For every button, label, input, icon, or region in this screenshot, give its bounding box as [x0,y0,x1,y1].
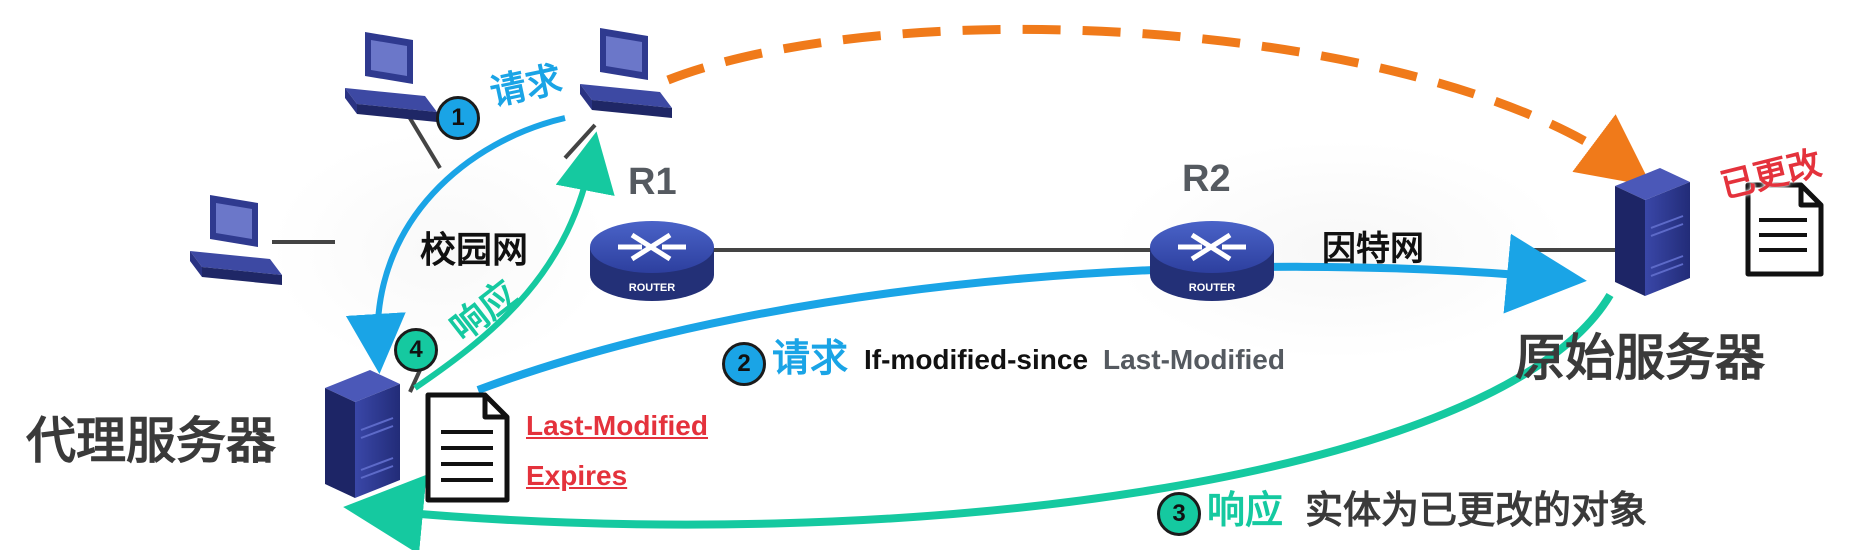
step3-response-arrow [343,292,1614,555]
internet-cloud [1110,140,1570,360]
step2-header-name: If-modified-since [864,344,1089,375]
origin-document-icon [1745,182,1824,277]
step4-badge: 4 [394,328,438,372]
router-r1-label: ROUTER [629,282,676,294]
router-r2-icon: ROUTER [1150,221,1274,301]
proxy-server-icon [325,370,400,498]
step2-badge: 2 [722,342,766,386]
computer-icon [345,32,437,122]
computer-icon [580,28,672,118]
origin-server-label: 原始服务器 [1515,330,1765,386]
step1-request-arrow [345,115,566,374]
campus-network-label: 校园网 [420,229,529,270]
step2-header-value: Last-Modified [1103,344,1285,375]
step3-description: 实体为已更改的对象 [1305,490,1648,532]
cache-last-modified: Last-Modified [526,410,708,441]
router-r2-name: R2 [1182,158,1231,200]
origin-server-icon [1615,168,1690,296]
step3-badge: 3 [1157,492,1201,536]
cache-expires: Expires [526,460,628,491]
step4-response-arrow [413,131,615,391]
computer-icon [190,195,282,285]
step2-label: 请求 [772,338,849,380]
proxy-server-label: 代理服务器 [26,413,276,469]
step1-badge: 1 [436,96,480,140]
step3-label: 响应 [1207,490,1284,532]
campus-cloud [270,130,610,370]
router-r1-icon: ROUTER [590,221,714,301]
step2-request-arrow [476,233,1587,394]
router-r2-label: ROUTER [1189,282,1236,294]
internet-label: 因特网 [1322,230,1424,268]
cached-document-icon [425,392,510,503]
direct-path-arrow [666,24,1652,187]
router-r1-name: R1 [628,161,677,203]
